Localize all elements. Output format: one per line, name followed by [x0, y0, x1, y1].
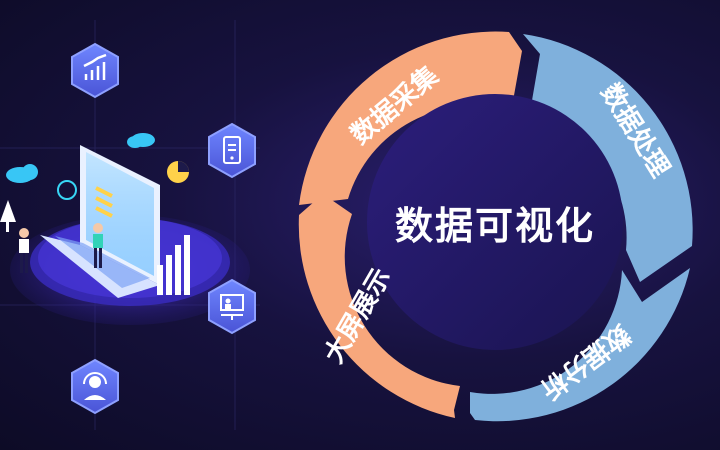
- mobile-icon: [223, 136, 241, 164]
- hex-screen[interactable]: [208, 278, 256, 335]
- pie-chart-decoration: [167, 161, 189, 183]
- ring-segment-process: [523, 34, 693, 282]
- ring-segment-analysis: [470, 268, 690, 422]
- center-title: 数据可视化: [394, 204, 595, 248]
- cloud-decorations: [6, 133, 155, 183]
- hex-mobile[interactable]: [208, 122, 256, 179]
- screen-presentation-icon: [220, 294, 244, 320]
- ring-segment-collect: [299, 31, 522, 205]
- hex-bar-chart[interactable]: [71, 42, 119, 99]
- headset-service-icon: [83, 372, 107, 400]
- person-figure-right: [93, 223, 103, 268]
- person-figure-left: [19, 228, 29, 273]
- cycle-ring: [298, 31, 693, 422]
- tree-decoration: [0, 200, 16, 232]
- hex-headset[interactable]: [71, 358, 119, 415]
- ring-segment-display: [298, 194, 460, 418]
- ring-inner-circle: [367, 94, 623, 350]
- bar-columns: [157, 235, 190, 295]
- bar-chart-icon: [83, 53, 107, 80]
